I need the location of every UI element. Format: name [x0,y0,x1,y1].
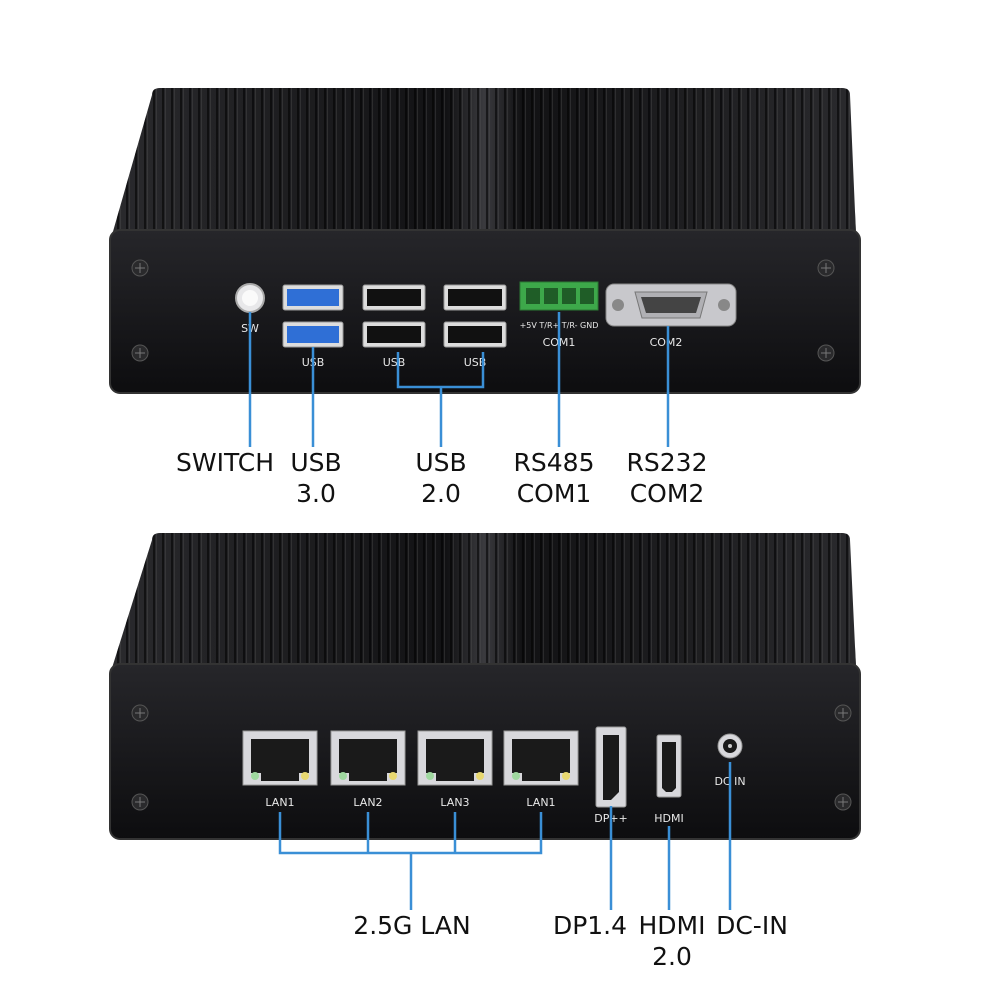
top-device: SW USB USB USB +5 [109,88,861,394]
callout-rs485-line1: RS485 [513,448,595,477]
callout-dcin: DC-IN [716,911,788,940]
usb2-label-a: USB [383,356,406,369]
com2-label: COM2 [650,336,683,349]
displayport-icon [595,726,627,808]
usb2-label-b: USB [464,356,487,369]
hdmi-label: HDMI [654,812,683,825]
lan3-label: LAN3 [440,796,469,809]
callout-usb3-line2: 3.0 [296,479,336,508]
bottom-leader-lines [278,762,732,910]
callout-rs485-line2: COM1 [516,479,592,508]
callout-usb2-line2: 2.0 [421,479,461,508]
screw-icon [131,704,852,811]
ethernet-port-icon [242,730,579,786]
top-leader-lines [248,312,670,447]
terminal-block-icon [519,281,599,311]
lan2-label: LAN2 [353,796,382,809]
screw-icon [131,259,835,362]
callout-rs232-line2: COM2 [629,479,705,508]
lan4-label: LAN1 [526,796,555,809]
callout-lan: 2.5G LAN [353,911,471,940]
usb3-port-icon [282,284,344,348]
callout-switch: SWITCH [176,448,275,477]
callout-hdmi-line2: 2.0 [652,942,692,971]
db9-port-icon [605,283,737,327]
callout-hdmi-line1: HDMI [638,911,706,940]
top-front-panel [109,229,861,394]
bottom-device: LAN1 LAN2 LAN3 LAN1 DP++ HDMI DC IN [109,533,861,840]
lan1-label: LAN1 [265,796,294,809]
callout-dp: DP1.4 [552,911,628,940]
usb2-port-icon [362,284,507,348]
hdmi-port-icon [656,734,682,798]
dc-jack-icon [717,733,743,759]
power-switch-icon [235,283,265,313]
callout-rs232-line1: RS232 [626,448,708,477]
callout-usb2-line1: USB [415,448,467,477]
callout-usb3-line1: USB [290,448,342,477]
